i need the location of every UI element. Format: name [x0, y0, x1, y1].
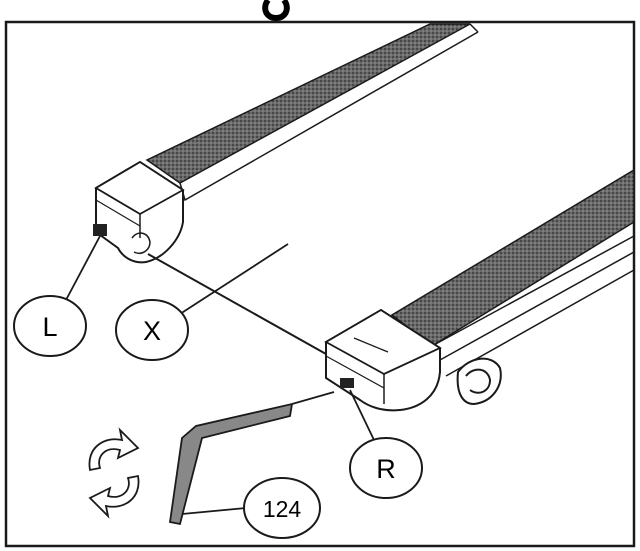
rear-wheel: [456, 357, 502, 406]
callout-x: X: [115, 299, 189, 361]
left-side-rail: [145, 23, 479, 202]
hex-key-tool: [168, 391, 335, 526]
cropped-heading-fragment: [262, 0, 290, 22]
callout-x-label: X: [143, 316, 161, 346]
rotation-arrows-icon: [88, 427, 140, 519]
callout-r: R: [349, 437, 423, 499]
right-end-cap: [324, 308, 442, 412]
frame-border: [4, 20, 636, 548]
callout-124-label: 124: [263, 496, 302, 522]
left-end-cap: [93, 160, 185, 264]
callout-r-label: R: [376, 454, 396, 484]
belt-l-leader: [65, 235, 101, 301]
belt-r-leader: [349, 389, 375, 441]
left-rail-grip: [145, 23, 471, 184]
belt-rear-edge: [147, 253, 327, 355]
callout-l: L: [13, 295, 87, 357]
callout-124: 124: [243, 477, 321, 539]
callout-l-label: L: [42, 312, 57, 342]
belt-x-leader: [179, 243, 289, 315]
